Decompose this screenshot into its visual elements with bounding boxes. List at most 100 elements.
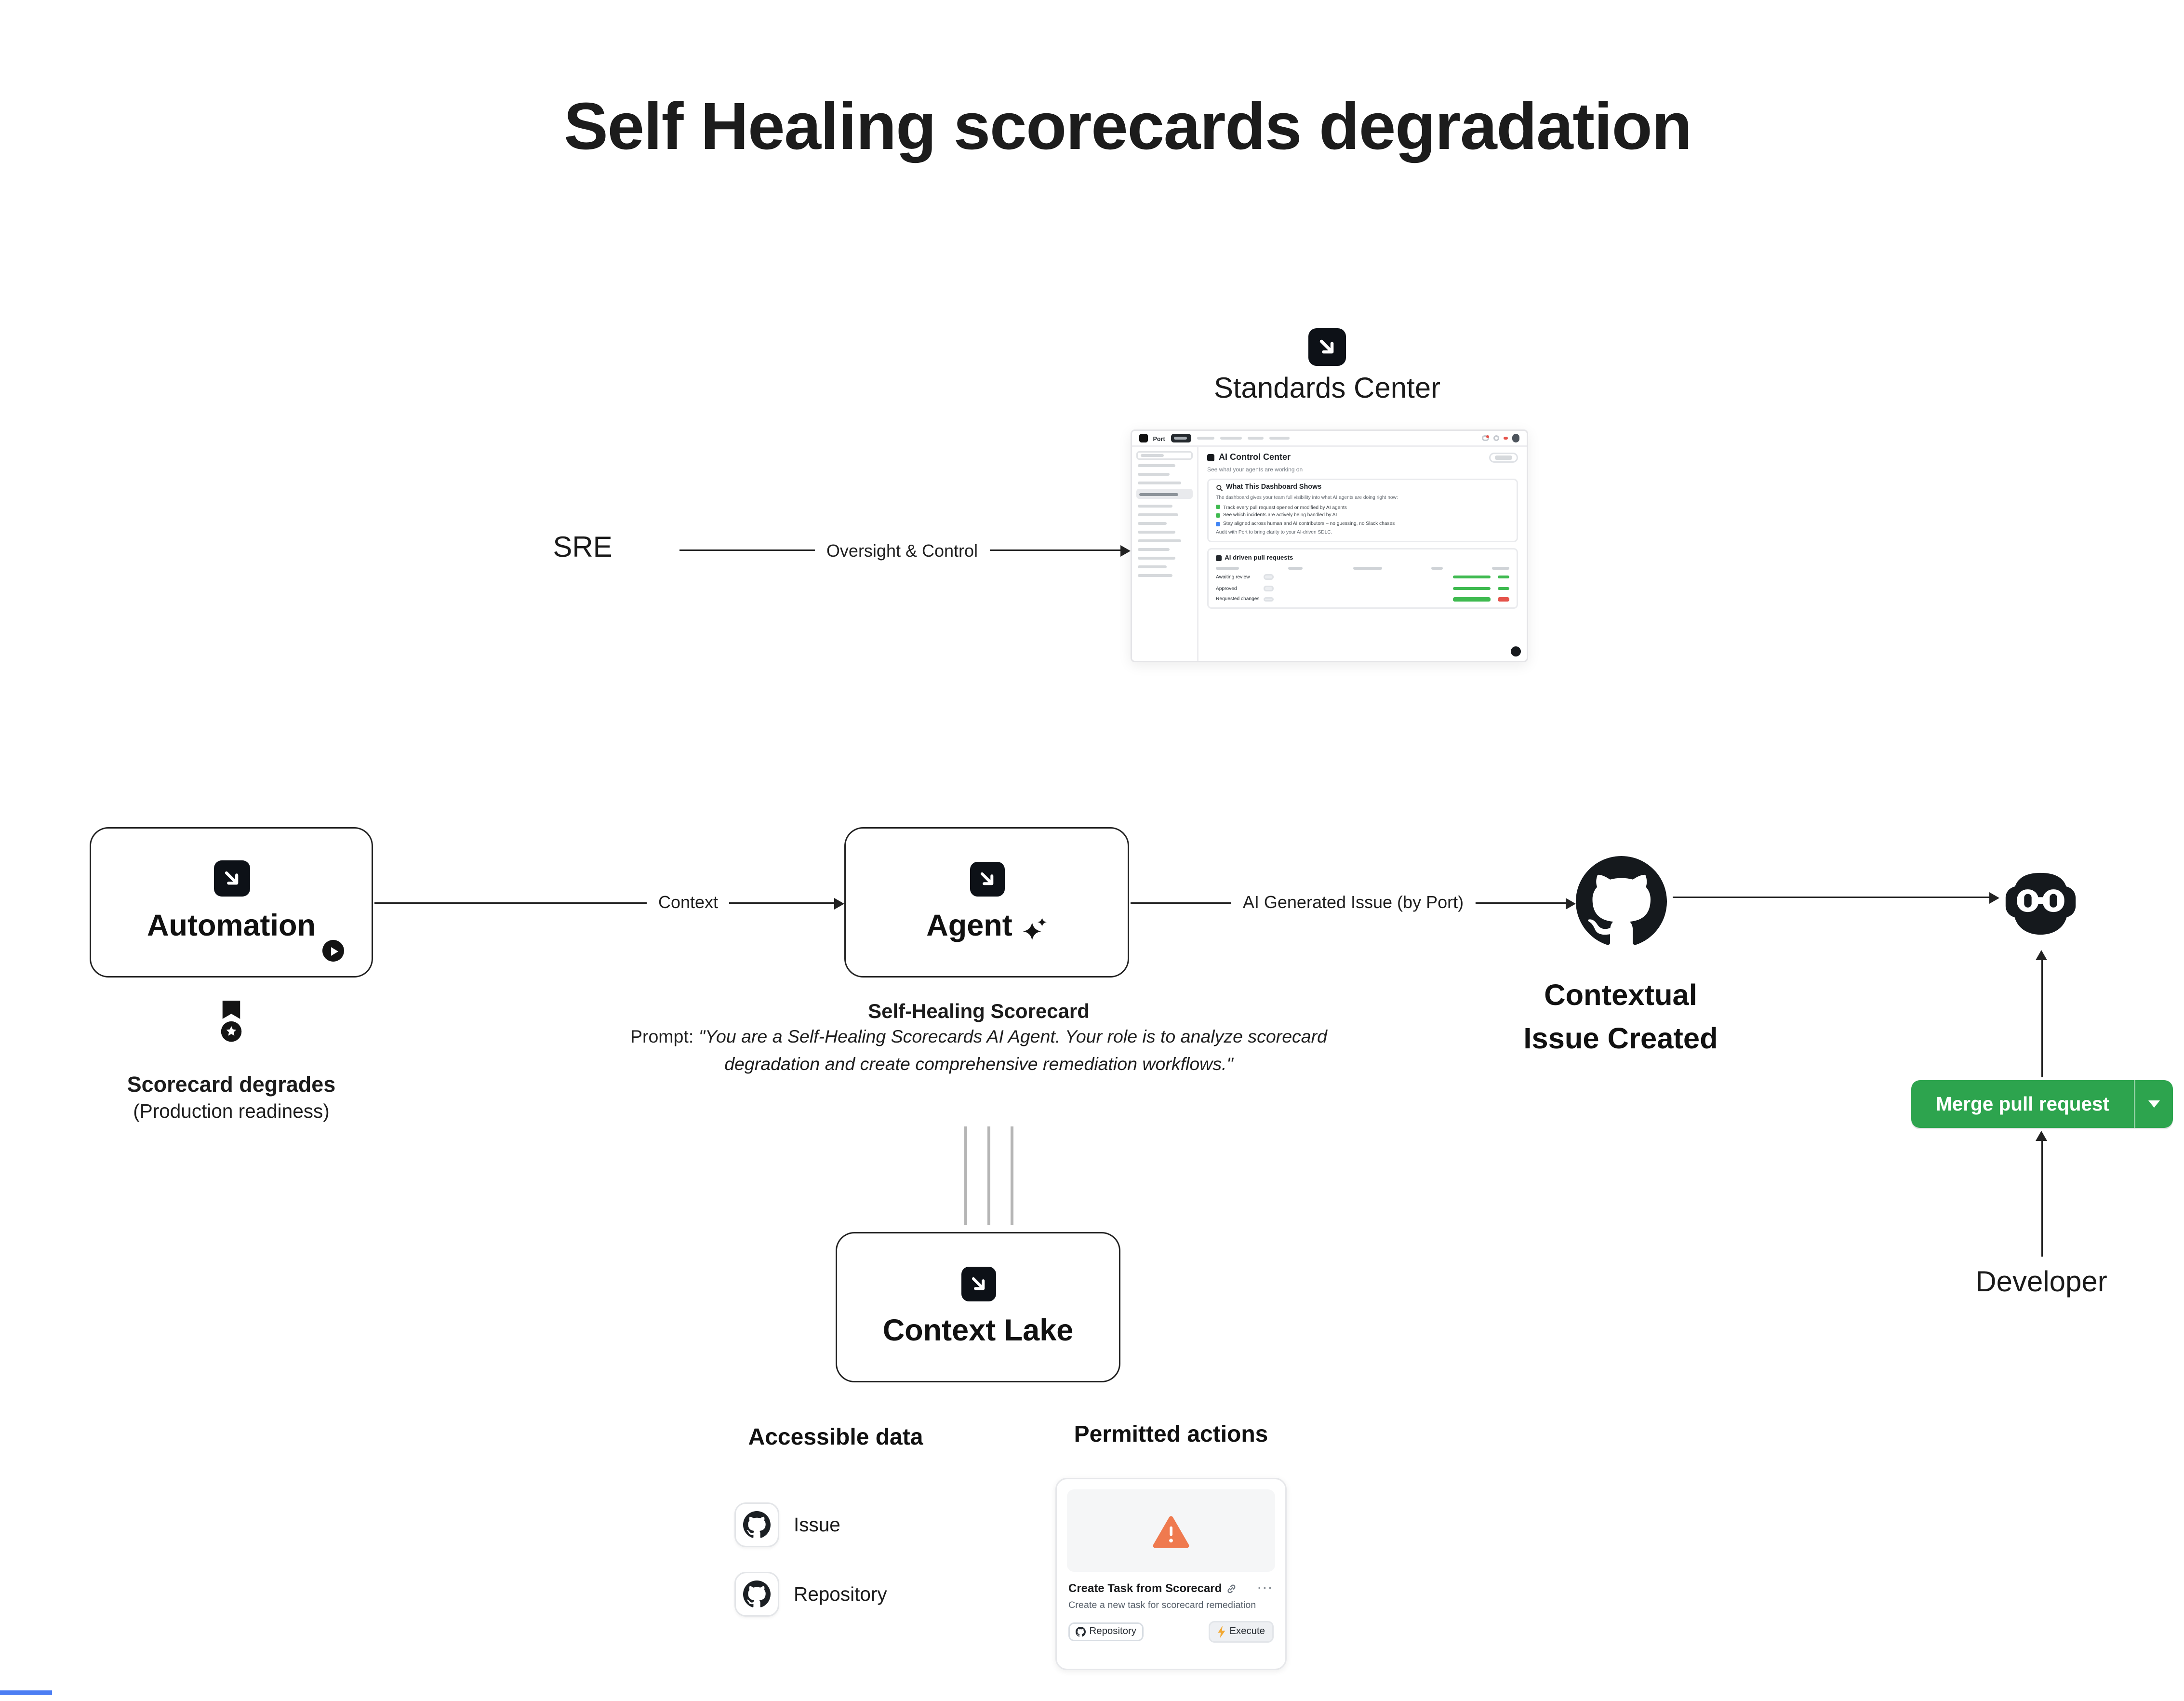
count-badge [1264, 585, 1274, 591]
agent-lake-link-line [987, 1126, 990, 1225]
repository-tag: Repository [1068, 1621, 1144, 1641]
dashboard-subheading: See what your agents are working on [1207, 466, 1303, 473]
merge-button-divider [2134, 1080, 2135, 1128]
dashboard-table-panel: AI driven pull requests Awaiting review [1207, 548, 1518, 609]
caption-line: Issue Created [1523, 1022, 1718, 1056]
merge-dropdown-toggle[interactable] [2135, 1080, 2173, 1128]
sidebar-item-active [1136, 489, 1193, 500]
alert-dot [1504, 436, 1508, 440]
table-row: Requested changes [1216, 596, 1509, 602]
merge-button-label[interactable]: Merge pull request [1935, 1093, 2110, 1115]
standards-center-label: Standards Center [1213, 373, 1441, 405]
bullet-icon [1216, 513, 1220, 518]
merge-pull-request-button[interactable]: Merge pull request [1911, 1080, 2173, 1128]
arrowhead-right-icon [834, 897, 844, 909]
sparkles-icon [1023, 917, 1047, 941]
github-icon [743, 1580, 771, 1608]
developer-label: Developer [1975, 1267, 2107, 1299]
accessible-data-item-issue: Issue [794, 1514, 840, 1536]
arrow-to-copilot-line [1673, 897, 1989, 898]
github-tile [734, 1502, 779, 1547]
nav-item [1247, 436, 1264, 440]
port-logo-icon [1308, 328, 1346, 366]
trigger-title: Scorecard degrades [127, 1073, 336, 1098]
agent-node: Agent [844, 827, 1129, 978]
widget-button [1489, 453, 1518, 463]
execute-button[interactable]: Execute [1208, 1620, 1274, 1642]
lightning-icon [1218, 1625, 1225, 1637]
more-options-icon[interactable]: ··· [1258, 1581, 1274, 1594]
port-mini-logo-icon [1139, 434, 1147, 442]
action-card-description: Create a new task for scorecard remediat… [1068, 1600, 1256, 1610]
arrowhead-right-icon [1989, 891, 1999, 903]
port-logo-icon [970, 861, 1004, 896]
medal-icon [221, 1001, 242, 1042]
github-tile [734, 1572, 779, 1617]
action-card-thumbnail [1067, 1489, 1275, 1572]
nav-item [1197, 436, 1214, 440]
count-badge [1264, 574, 1274, 580]
count-badge [1264, 596, 1274, 602]
sre-label: SRE [553, 532, 613, 564]
caption-line: Contextual [1544, 979, 1697, 1012]
permitted-actions-heading: Permitted actions [1074, 1423, 1268, 1447]
copilot-icon [2005, 872, 2076, 935]
table-header [1216, 566, 1509, 569]
agent-prompt: Prompt: "You are a Self-Healing Scorecar… [607, 1024, 1351, 1077]
trigger-subtitle: (Production readiness) [133, 1100, 330, 1122]
automation-label: Automation [147, 910, 316, 943]
bottom-blue-strip [0, 1690, 52, 1695]
bullet-text: Stay aligned across human and AI contrib… [1223, 521, 1395, 527]
github-icon [1076, 1626, 1086, 1636]
prompt-label: Prompt: [630, 1027, 694, 1047]
dashboard-icon [1207, 454, 1214, 461]
avatar [1512, 434, 1519, 442]
warning-icon [1153, 1515, 1189, 1547]
arrowhead-up-icon [2036, 950, 2047, 960]
arrowhead-right-icon [1120, 544, 1131, 556]
prompt-text: "You are a Self-Healing Scorecards AI Ag… [698, 1027, 1327, 1074]
magnifier-icon [1216, 485, 1223, 492]
port-logo-icon [961, 1266, 996, 1301]
arrowhead-right-icon [1566, 897, 1576, 909]
execute-button-label: Execute [1229, 1626, 1265, 1636]
screenshot-top-nav: Port [1132, 431, 1527, 447]
chat-fab-icon [1511, 646, 1521, 656]
arrow-developer-to-button-line [2041, 1141, 2043, 1257]
arrow-button-to-copilot-line [2041, 960, 2043, 1077]
port-logo-icon [213, 860, 250, 897]
agent-label: Agent [926, 909, 1012, 942]
link-icon [1227, 1584, 1236, 1593]
automation-node: Automation [90, 827, 373, 978]
bullet-icon [1216, 505, 1220, 509]
standards-center-screenshot: Port [1131, 429, 1528, 662]
nav-active-pill [1171, 433, 1191, 443]
bell-icon [1482, 435, 1489, 442]
panel-intro: The dashboard gives your team full visib… [1216, 495, 1398, 501]
context-lake-label: Context Lake [882, 1313, 1074, 1347]
nav-item [1269, 436, 1290, 440]
table-row: Awaiting review [1216, 575, 1509, 580]
action-card: Create Task from Scorecard ··· Create a … [1055, 1478, 1287, 1670]
sidebar-search [1136, 451, 1193, 459]
edge-label-oversight: Oversight & Control [814, 541, 990, 561]
repository-tag-label: Repository [1089, 1626, 1137, 1636]
panel-footer: Audit with Port to bring clarity to your… [1216, 530, 1332, 536]
dashboard-info-panel: What This Dashboard Shows The dashboard … [1207, 478, 1518, 543]
table-row: Approved [1216, 585, 1509, 591]
bullet-icon [1216, 522, 1220, 526]
agent-lake-link-line [964, 1126, 967, 1225]
accessible-data-heading: Accessible data [748, 1426, 923, 1450]
brand-label: Port [1153, 434, 1165, 442]
github-icon [1576, 856, 1667, 947]
page-title: Self Healing scorecards degradation [563, 88, 1692, 163]
edge-label-ai-issue: AI Generated Issue (by Port) [1231, 892, 1476, 912]
screenshot-sidebar [1132, 447, 1199, 661]
bullet-text: Track every pull request opened or modif… [1223, 504, 1347, 510]
panel-title: What This Dashboard Shows [1226, 484, 1322, 492]
bullet-text: See which incidents are actively being h… [1223, 512, 1337, 519]
context-lake-node: Context Lake [836, 1232, 1120, 1382]
github-icon [743, 1511, 771, 1539]
dashboard-heading: AI Control Center [1219, 453, 1291, 462]
nav-item [1220, 436, 1242, 440]
